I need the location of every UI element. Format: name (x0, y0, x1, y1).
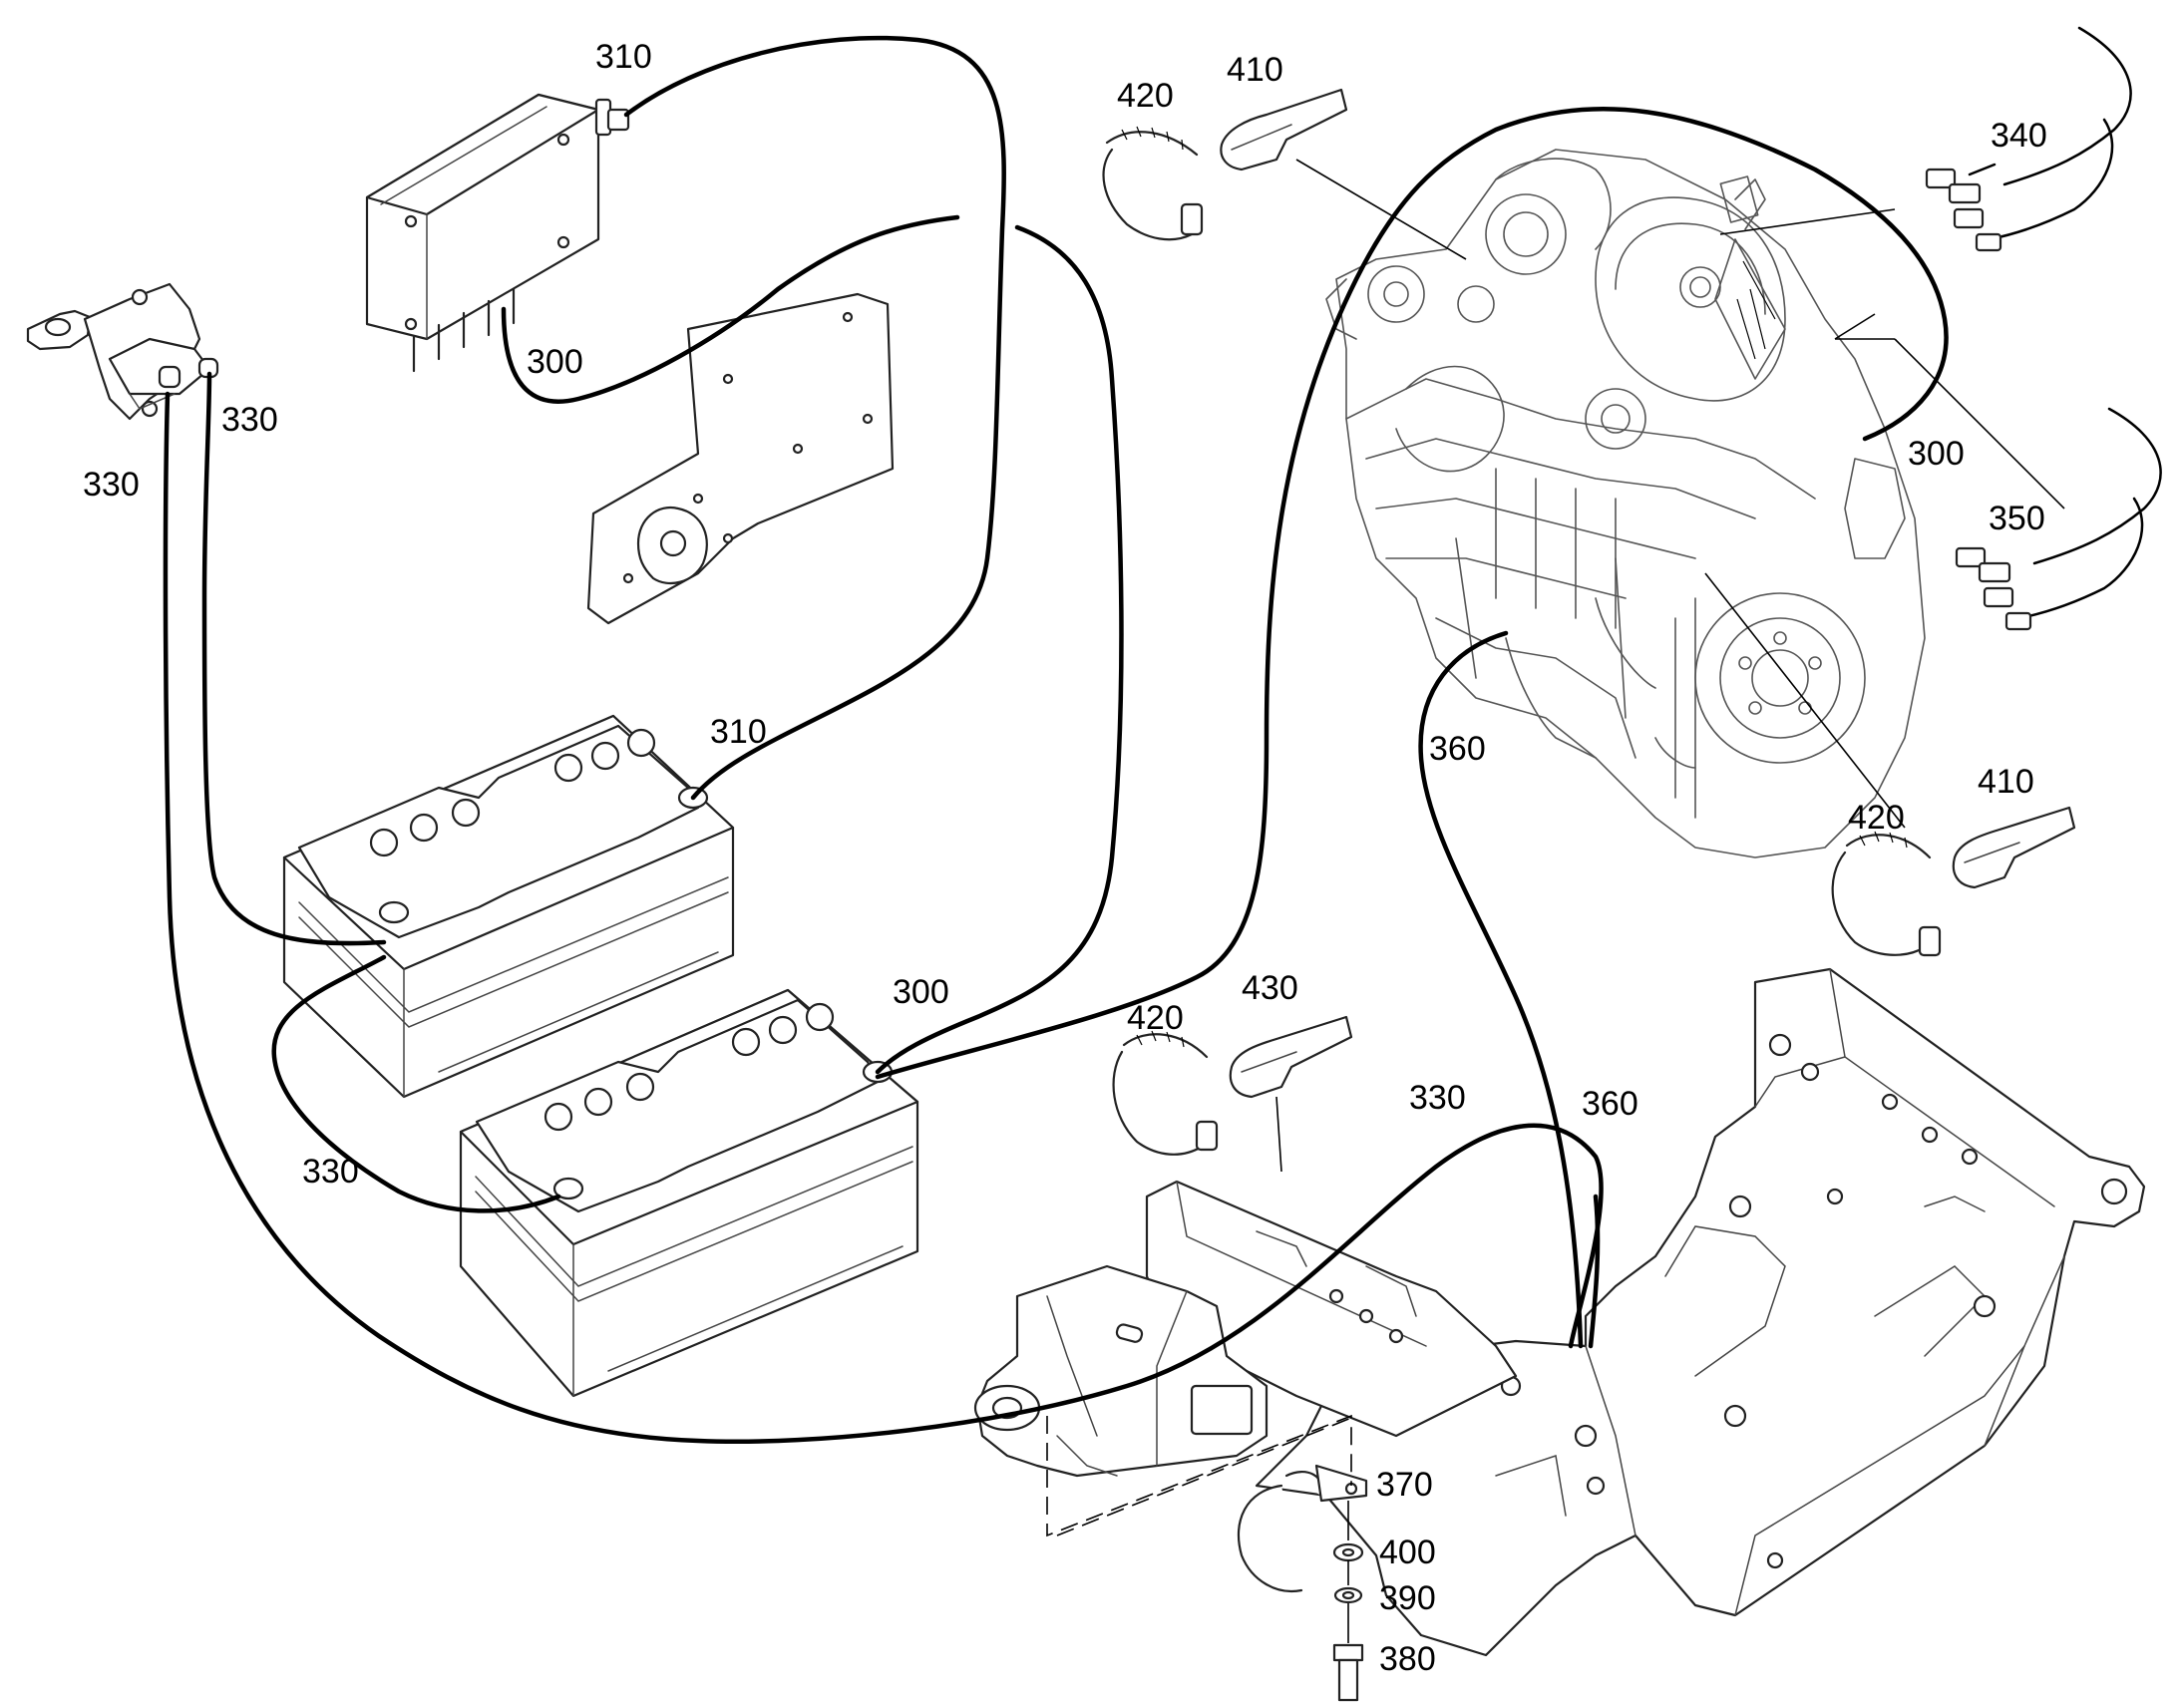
callout-330-mid: 330 (1409, 1079, 1466, 1117)
callout-300-engine: 300 (1908, 435, 1965, 473)
cable-clamp-370 (1237, 1464, 1368, 1593)
callout-300-battery: 300 (893, 973, 949, 1011)
callout-420-mid: 420 (1127, 999, 1184, 1037)
callout-390: 390 (1379, 1579, 1436, 1617)
chassis-cross-member (1145, 1180, 1518, 1438)
callout-330-battery: 330 (302, 1153, 359, 1191)
callout-360-engine: 360 (1429, 730, 1486, 768)
callout-330-switch-left: 330 (83, 466, 140, 504)
callout-380: 380 (1379, 1640, 1436, 1678)
leader-lines (1046, 159, 2065, 1643)
callout-400: 400 (1379, 1534, 1436, 1571)
cable-360-engine-to-frame (1418, 630, 1601, 1349)
cable-sleeve-410-right (1952, 806, 2076, 889)
mounting-plate (586, 292, 895, 625)
battery-lower (459, 988, 919, 1398)
callout-420-top: 420 (1117, 77, 1174, 115)
cable-300-engine-loop (875, 106, 1949, 1080)
cable-sleeve-410-top (1220, 88, 1348, 171)
callout-300-relay: 300 (527, 343, 583, 381)
callout-410-right: 410 (1978, 763, 2034, 801)
callout-310-battery: 310 (710, 713, 767, 751)
callout-labels: 310 300 330 330 420 410 340 300 350 360 … (83, 38, 2047, 1678)
callout-430: 430 (1242, 969, 1298, 1007)
cable-clamp-420-mid (1112, 1030, 1219, 1156)
connector-harness-340 (1925, 26, 2132, 252)
relay-module (365, 93, 630, 373)
engine-assembly (1325, 149, 1926, 858)
callout-410-top: 410 (1227, 51, 1283, 89)
chassis-frame (1255, 967, 2146, 1657)
cable-300-relay-to-engine (501, 214, 960, 404)
battery-disconnect-switch (26, 282, 219, 421)
cable-330-battery-link (271, 954, 561, 1213)
cable-310-relay-to-battery (623, 35, 1006, 801)
callout-310-relay: 310 (595, 38, 652, 76)
connector-harness-350 (1955, 407, 2162, 631)
callout-360-mid: 360 (1582, 1085, 1638, 1123)
cable-330-switch-to-frame (163, 391, 1604, 1445)
cable-330-switch-to-battery (201, 371, 387, 946)
callout-370: 370 (1376, 1466, 1433, 1504)
callout-350: 350 (1989, 500, 2045, 537)
cable-sleeve-430 (1229, 1015, 1353, 1099)
callout-420-right: 420 (1848, 799, 1905, 837)
cable-clamp-420-top (1102, 126, 1204, 241)
battery-upper (282, 714, 735, 1099)
callout-330-switch-right: 330 (221, 401, 278, 439)
cable-clamp-420-right (1831, 831, 1942, 957)
callout-340: 340 (1991, 117, 2047, 155)
cable-300-battery-to-engine (875, 224, 1124, 1075)
